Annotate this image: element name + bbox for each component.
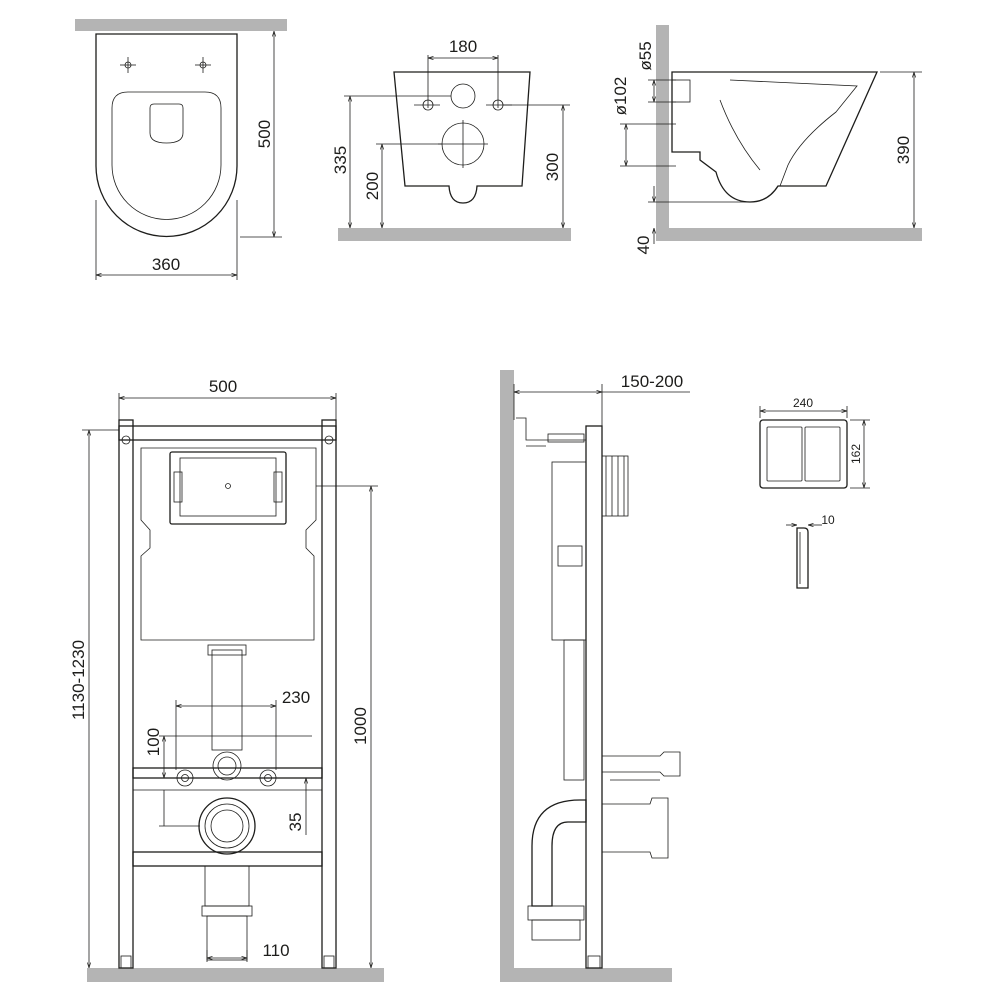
flush-mechanism [179, 457, 277, 517]
bowl-top-view: 360 500 [75, 19, 287, 280]
drain-elbow [531, 799, 587, 907]
frame-front-view: 500 1130-1230 1000 230 100 35 110 [69, 377, 384, 982]
floor-hatch [500, 968, 672, 982]
floor-hatch [656, 228, 922, 241]
dim-plate-thickness-label: 10 [821, 513, 835, 527]
inlet-pipe [671, 79, 691, 103]
dim-110-label: 110 [262, 941, 289, 960]
dim-depth-label: 500 [255, 120, 274, 148]
dim-width-label: 360 [152, 255, 180, 274]
bowl-outline [95, 33, 238, 238]
drain-outlet-ring [198, 797, 256, 855]
flush-plate-outline [759, 419, 848, 489]
cistern-side [551, 461, 587, 641]
dim-hole-spacing-label: 180 [449, 37, 477, 56]
dim-1000-label: 1000 [351, 707, 370, 745]
bowl-front-view: 180 335 200 300 [331, 37, 571, 241]
flush-pipe [211, 649, 243, 751]
dim-200-label: 200 [363, 172, 382, 200]
dim-500-label: 500 [209, 377, 237, 396]
frame-post-side [585, 425, 603, 969]
flush-plate-opening [169, 451, 287, 525]
cistern-upper [140, 447, 317, 641]
drain-connector [602, 797, 669, 859]
dim-plate-height-label: 162 [849, 444, 863, 464]
upper-pipe-hole [450, 83, 476, 109]
frame-right-post [321, 419, 337, 969]
wall-hatch [500, 370, 514, 982]
bowl-profile-outline [671, 71, 879, 203]
flush-plate-side-profile [796, 527, 809, 589]
inlet-connector [602, 751, 681, 777]
dim-300-label: 300 [543, 153, 562, 181]
dim-d102-label: ø102 [611, 77, 630, 116]
frame-foot [587, 955, 601, 969]
dim-wall-depth-label: 150-200 [621, 372, 683, 391]
frame-left-post [118, 419, 134, 969]
dim-plate-width-label: 240 [793, 396, 813, 410]
floor-hatch [338, 228, 571, 241]
flush-opening [149, 103, 184, 144]
dim-230-label: 230 [282, 688, 310, 707]
bowl-inner-profile [719, 79, 858, 187]
dim-390-label: 390 [894, 136, 913, 164]
dim-40-label: 40 [634, 236, 653, 255]
frame-side-view: 150-200 [500, 370, 690, 982]
bowl-back-outline [393, 71, 531, 204]
mounting-hole-left-icon [120, 57, 136, 73]
frame-foot [120, 955, 132, 969]
mounting-hole-right-icon [195, 57, 211, 73]
frame-bolt [121, 435, 131, 445]
bowl-side-view: ø55 ø102 390 40 [611, 25, 922, 254]
seat-opening [111, 91, 222, 220]
dim-d55-label: ø55 [636, 41, 655, 70]
frame-foot [323, 955, 335, 969]
frame-top-rail [118, 425, 337, 441]
wall-hatch [656, 25, 669, 241]
flush-button-left [766, 426, 803, 482]
dim-height-range-label: 1130-1230 [69, 640, 88, 720]
frame-bolt [324, 435, 334, 445]
wall-hatch [75, 19, 287, 31]
valve-label [557, 545, 583, 567]
dim-335-label: 335 [331, 146, 350, 174]
drain-pipe [204, 865, 250, 907]
dim-100-label: 100 [144, 728, 163, 756]
flush-button-right [804, 426, 841, 482]
flush-plate: 240 162 10 [759, 396, 870, 589]
flush-plate-frame [601, 455, 629, 517]
wall-bracket [516, 417, 586, 447]
frame-lower-rail [132, 767, 323, 779]
floor-hatch [87, 968, 384, 982]
flush-pipe-side [563, 639, 585, 781]
dim-35-label: 35 [286, 813, 305, 832]
inlet-pipe-ring [212, 751, 242, 781]
